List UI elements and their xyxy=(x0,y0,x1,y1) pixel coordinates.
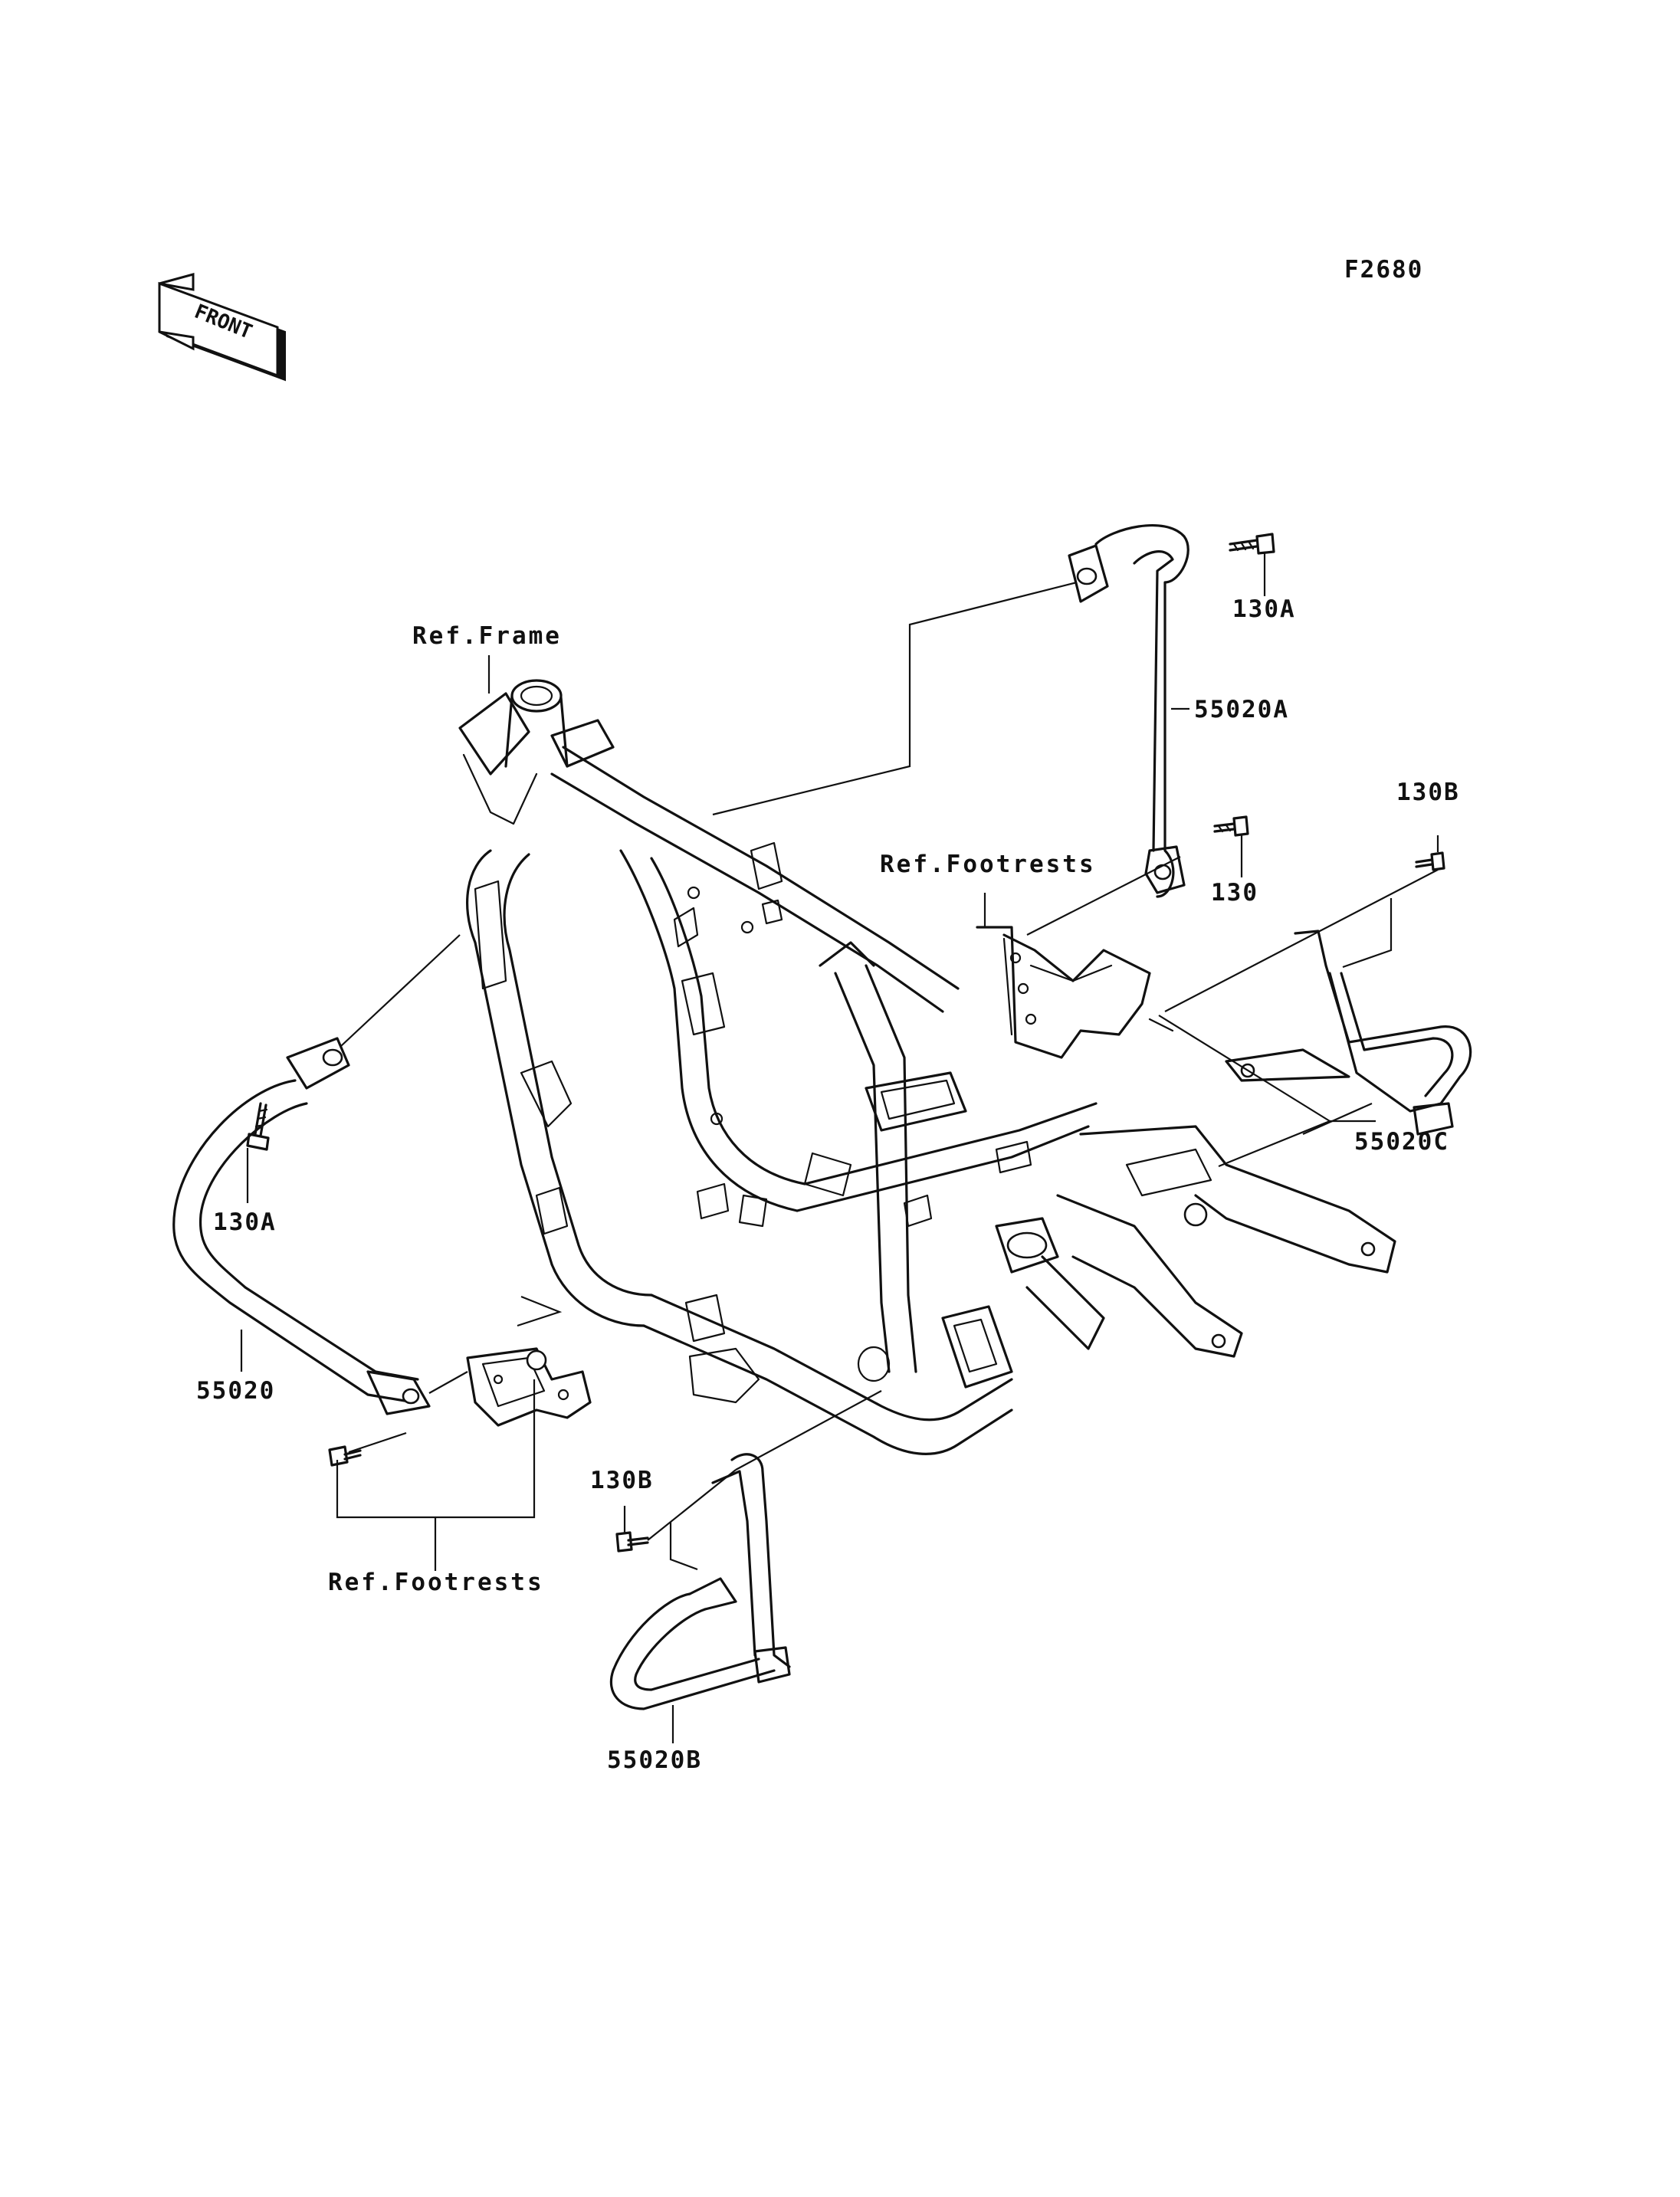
label-ref-frame: Ref.Frame xyxy=(412,622,562,650)
label-130a-upper: 130A xyxy=(1232,595,1296,623)
bolt-lower-footrest-icon xyxy=(328,1445,362,1467)
engine-guard-55020 xyxy=(172,1037,431,1415)
label-ref-footrests-lower: Ref.Footrests xyxy=(328,1569,544,1596)
label-130b-lower: 130B xyxy=(590,1467,654,1494)
engine-guard-55020a xyxy=(1068,524,1189,898)
front-arrow-icon: FRONT xyxy=(158,273,286,382)
engine-guard-55020b xyxy=(609,1453,791,1710)
label-55020b: 55020B xyxy=(607,1746,702,1774)
engine-guard-55020c xyxy=(1225,930,1472,1136)
label-55020: 55020 xyxy=(196,1377,275,1405)
motorcycle-frame xyxy=(458,679,1396,1455)
label-130: 130 xyxy=(1211,879,1258,907)
bolt-130b-lower-icon xyxy=(615,1531,649,1553)
bolt-130a-upper-icon xyxy=(1229,533,1275,555)
label-130a-left: 130A xyxy=(213,1208,277,1236)
leader-lines xyxy=(240,553,1439,1743)
footrest-bracket-upper xyxy=(976,926,1174,1059)
bolt-130-icon xyxy=(1213,815,1249,837)
footrest-bracket-lower xyxy=(466,1347,592,1427)
bolt-130a-left-icon xyxy=(246,1102,270,1151)
label-55020a: 55020A xyxy=(1194,696,1289,723)
bolt-130b-right-icon xyxy=(1415,851,1445,871)
label-130b-right: 130B xyxy=(1396,779,1460,806)
figure-code: F2680 xyxy=(1344,256,1423,284)
label-ref-footrests-upper: Ref.Footrests xyxy=(880,851,1096,878)
label-55020c: 55020C xyxy=(1354,1128,1449,1156)
